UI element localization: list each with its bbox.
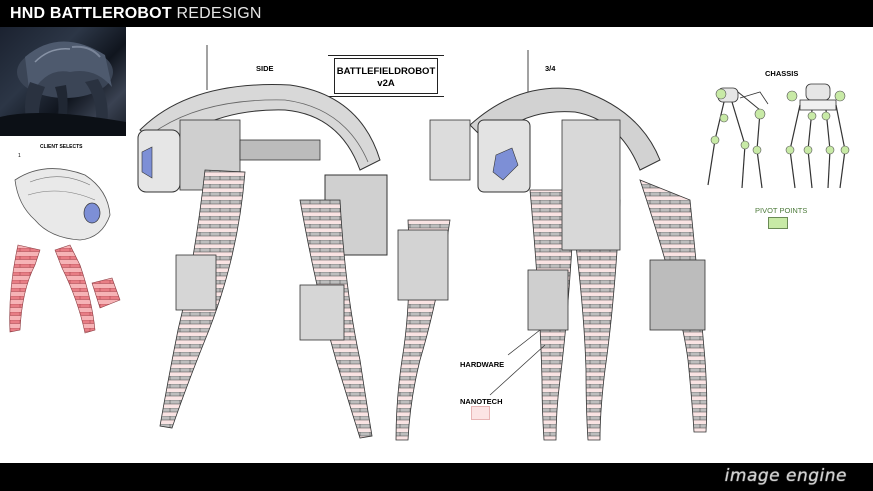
nanotech-label: NANOTECH [460,397,503,406]
side-view-robot [137,45,388,439]
robot-photo-illustration [0,41,126,136]
side-view-label: SIDE [256,64,274,73]
reference-photo [0,27,126,136]
client-selects-label: CLIENT SELECTS [40,144,83,150]
nanotech-swatch [471,406,490,420]
chassis-label: CHASSIS [765,69,799,78]
client-select-head-sketch [14,168,111,241]
design-title: BATTLEFIELDROBOT [336,66,436,77]
client-select-nanotech-sketch [9,244,121,334]
design-version: v2A [377,78,395,89]
pivot-points-label: PIVOT POINTS [755,206,808,215]
hardware-label: HARDWARE [460,360,505,369]
header-bar: HND BATTLEROBOT REDESIGN [0,0,873,27]
chassis-diagram [707,83,850,189]
three-quarter-view-robot [395,50,708,441]
footer-bar [0,463,873,491]
image-engine-logo: image engine [724,466,847,486]
three-quarter-view-label: 3/4 [545,64,556,73]
client-selects-index: 1 [18,153,21,159]
page-title: HND BATTLEROBOT REDESIGN [10,5,262,22]
pivot-points-swatch [768,217,788,229]
design-title-box: BATTLEFIELDROBOT v2A [328,55,444,97]
